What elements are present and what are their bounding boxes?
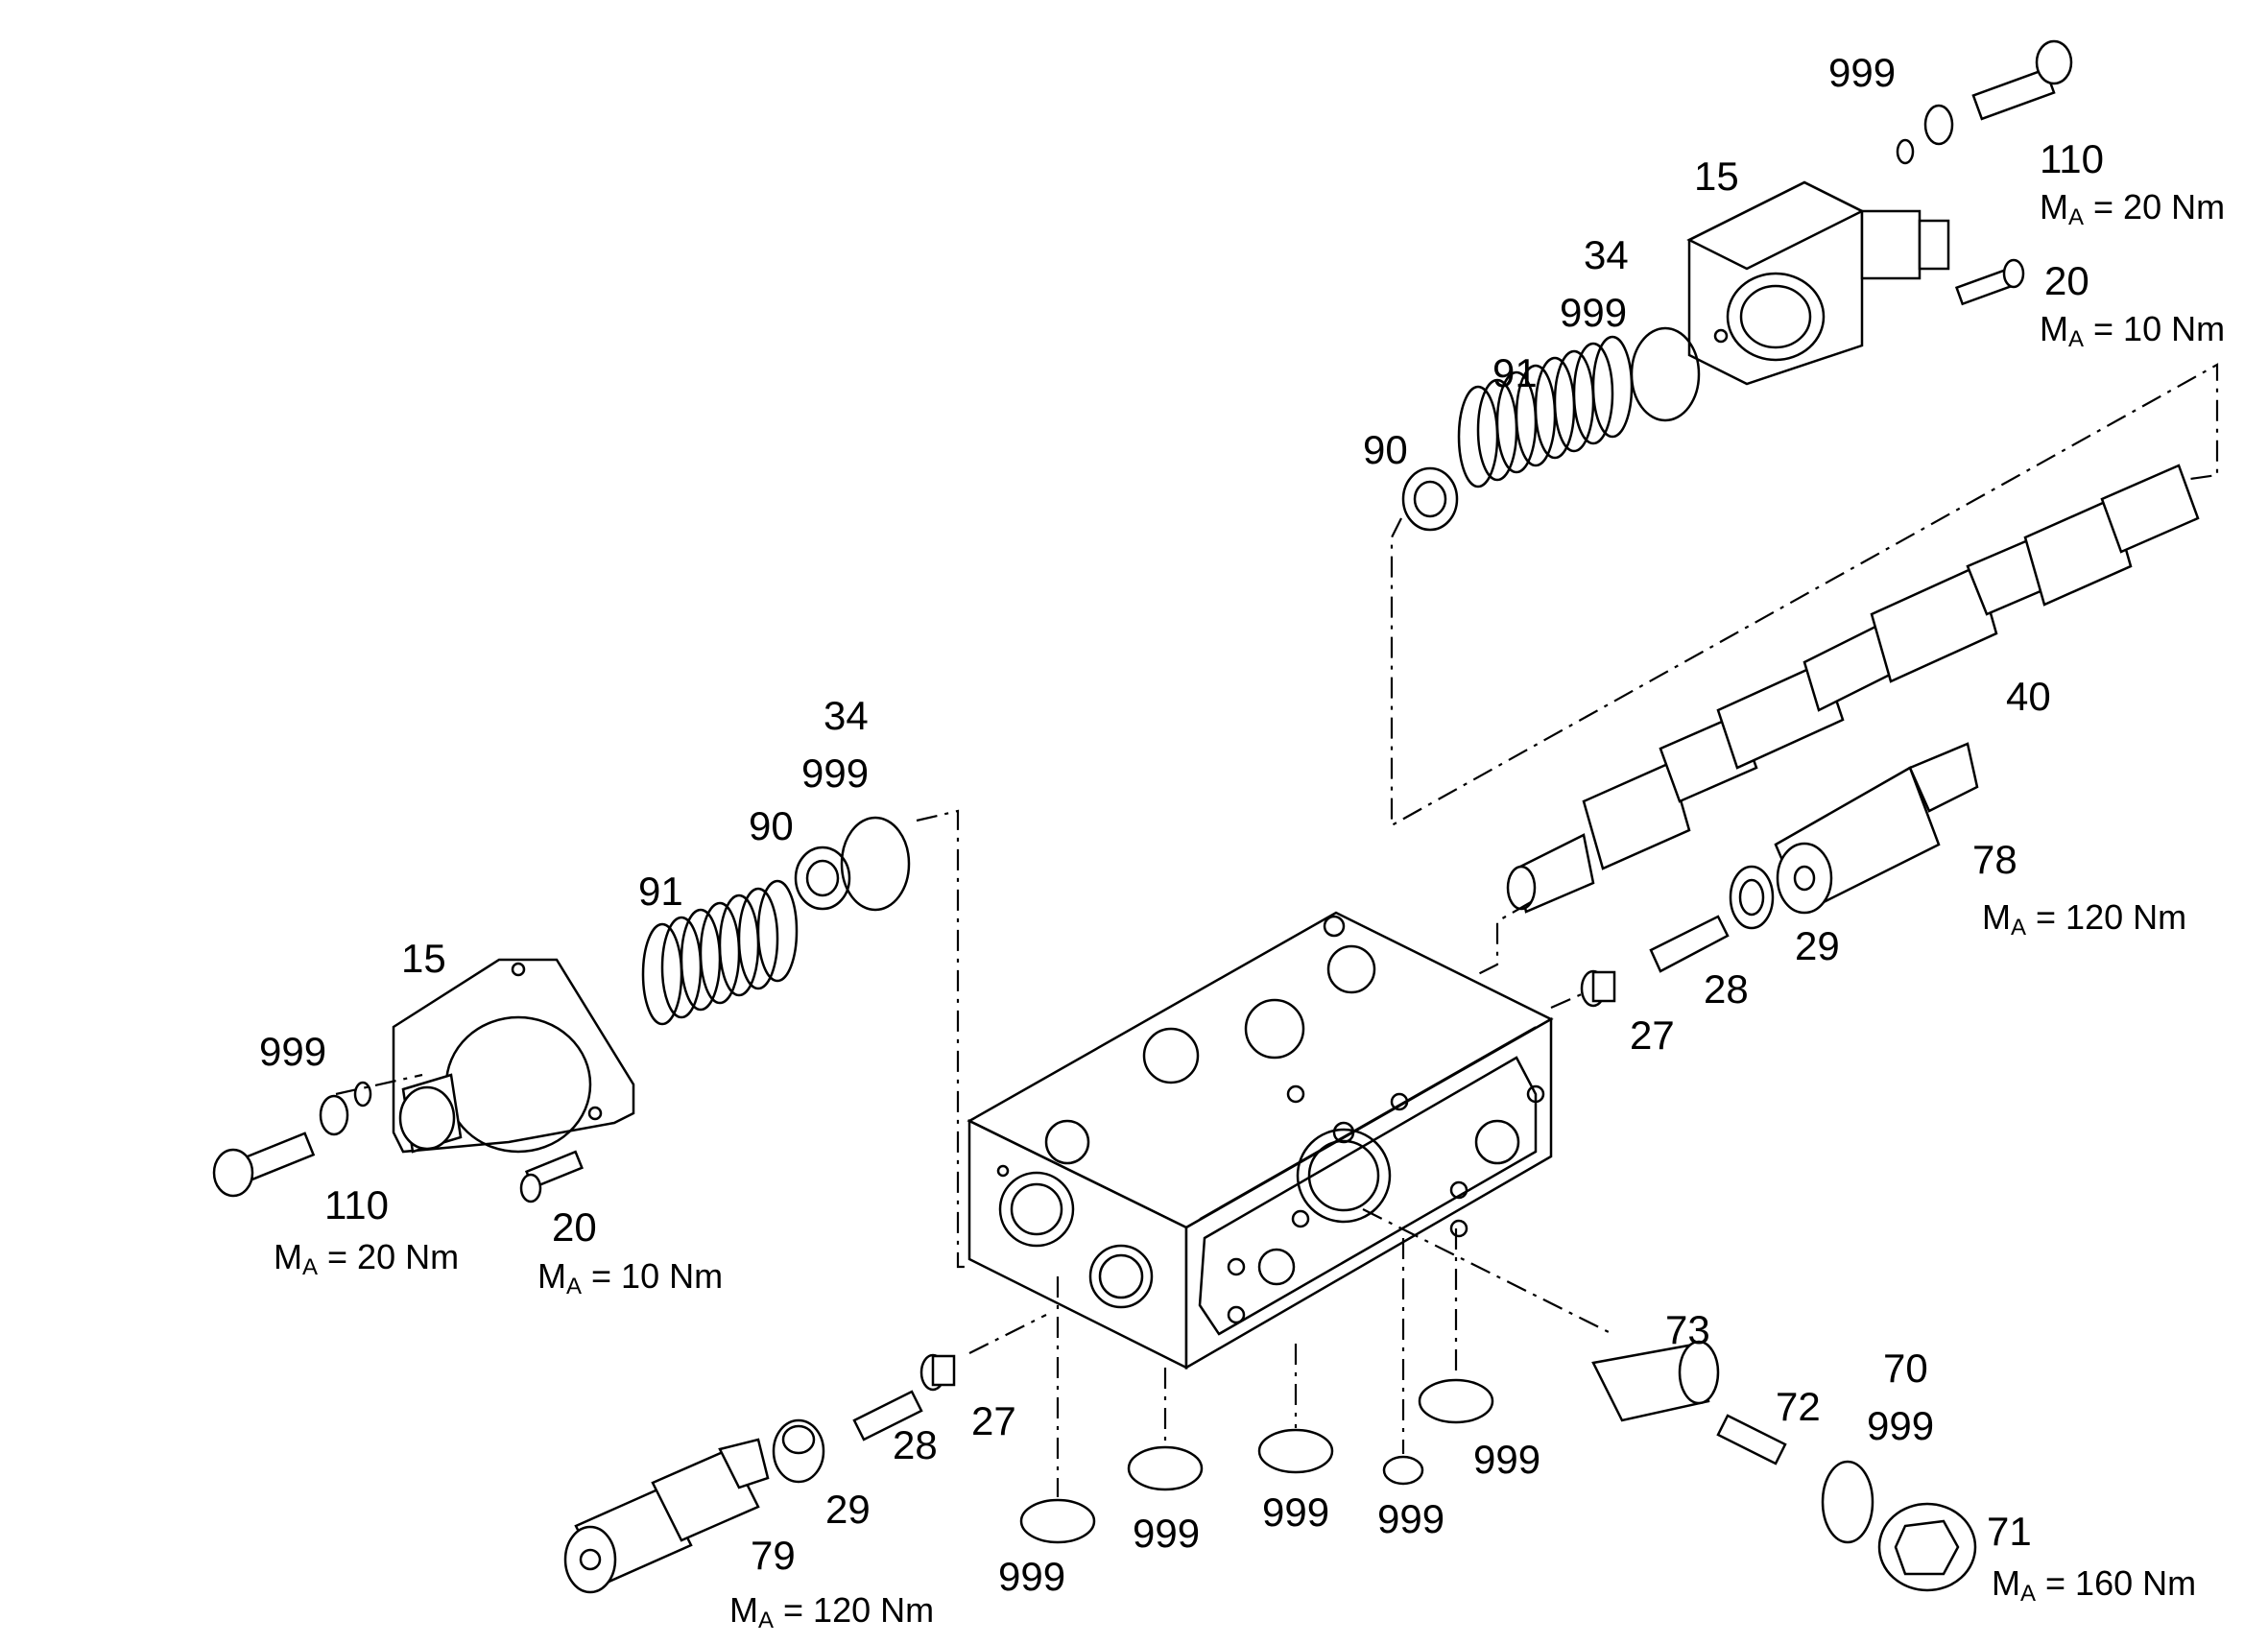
label-34-top: 34: [1584, 232, 1629, 277]
label-20-left: 20: [552, 1204, 597, 1250]
label-999-left-b: 999: [259, 1029, 327, 1074]
relief-cartridge-79: [563, 1438, 770, 1594]
label-78: 78: [1972, 837, 2017, 882]
top-washer-90: [1401, 466, 1459, 532]
label-999-b4: 999: [1377, 1496, 1445, 1541]
left-screw-20: [519, 1150, 584, 1203]
label-29-right: 29: [1795, 923, 1840, 968]
top-cover-assembly: [1686, 180, 1950, 386]
label-999-top-b: 999: [1560, 290, 1628, 335]
spring-28-right: [1649, 915, 1730, 973]
bottom-oring-4: [1382, 1455, 1424, 1486]
left-screw-110: [212, 1132, 316, 1198]
label-27-right: 27: [1630, 1013, 1675, 1058]
label-999-b3: 999: [1262, 1489, 1330, 1535]
left-washer-999: [319, 1081, 372, 1136]
piston-27-left: [919, 1353, 956, 1392]
label-72: 72: [1776, 1384, 1821, 1429]
label-27-left: 27: [971, 1398, 1016, 1443]
top-oring-999: [1630, 326, 1701, 422]
label-15-left: 15: [401, 936, 446, 981]
top-spring-91: [1457, 335, 1634, 488]
label-110-left: 110: [324, 1182, 389, 1227]
plug-71: [1877, 1502, 1977, 1592]
label-20-top: 20: [2044, 258, 2089, 303]
top-screw-110: [1971, 39, 2073, 121]
label-999-top: 999: [1828, 50, 1897, 95]
cartridge-73: [1591, 1340, 1720, 1422]
label-29-left: 29: [825, 1487, 871, 1532]
label-999-left-a: 999: [801, 751, 870, 796]
oring-999-right: [1821, 1460, 1874, 1544]
label-999-b1: 999: [998, 1554, 1066, 1599]
label-70: 70: [1883, 1346, 1928, 1391]
label-90-top: 90: [1363, 427, 1408, 472]
label-34-left: 34: [824, 693, 869, 738]
label-40: 40: [2006, 674, 2051, 719]
spring-72: [1716, 1414, 1787, 1465]
torque-78: MA = 120 Nm: [1982, 897, 2187, 941]
relief-cartridge-78: [1774, 742, 1979, 915]
valve-block-housing: [967, 911, 1554, 1370]
label-999-b5: 999: [1473, 1437, 1541, 1482]
top-screw-20: [1954, 258, 2025, 306]
label-73: 73: [1665, 1307, 1710, 1352]
piston-27-right: [1580, 969, 1616, 1008]
bottom-oring-1: [1019, 1498, 1096, 1544]
bottom-oring-3: [1257, 1428, 1334, 1474]
top-washer-999: [1896, 104, 1954, 165]
torque-110-left: MA = 20 Nm: [274, 1237, 460, 1280]
left-cover-assembly: [392, 958, 635, 1154]
left-washer-90: [794, 846, 851, 911]
label-999-right: 999: [1867, 1403, 1935, 1448]
torque-20-top: MA = 10 Nm: [2040, 309, 2226, 352]
torque-79: MA = 120 Nm: [729, 1590, 935, 1633]
label-28-left: 28: [893, 1422, 938, 1467]
label-91-top: 91: [1492, 350, 1538, 395]
label-90-left: 90: [749, 803, 794, 848]
torque-71: MA = 160 Nm: [1992, 1563, 2197, 1607]
left-oring-999: [840, 816, 911, 912]
label-110-top: 110: [2040, 136, 2104, 181]
spool-40: [1506, 464, 2200, 914]
plug-29-left: [772, 1418, 825, 1484]
label-71: 71: [1987, 1509, 2032, 1554]
spring-28-left: [852, 1390, 923, 1441]
label-28-right: 28: [1704, 966, 1749, 1012]
bottom-oring-2: [1127, 1445, 1204, 1491]
label-15-top: 15: [1694, 154, 1739, 199]
label-999-b2: 999: [1133, 1511, 1201, 1556]
torque-20-left: MA = 10 Nm: [537, 1256, 724, 1299]
bottom-oring-5: [1418, 1378, 1494, 1424]
label-91-left: 91: [638, 869, 683, 914]
label-79: 79: [751, 1533, 796, 1578]
left-spring-91: [641, 879, 799, 1026]
torque-110-top: MA = 20 Nm: [2040, 187, 2226, 230]
plug-29-right: [1729, 865, 1775, 930]
